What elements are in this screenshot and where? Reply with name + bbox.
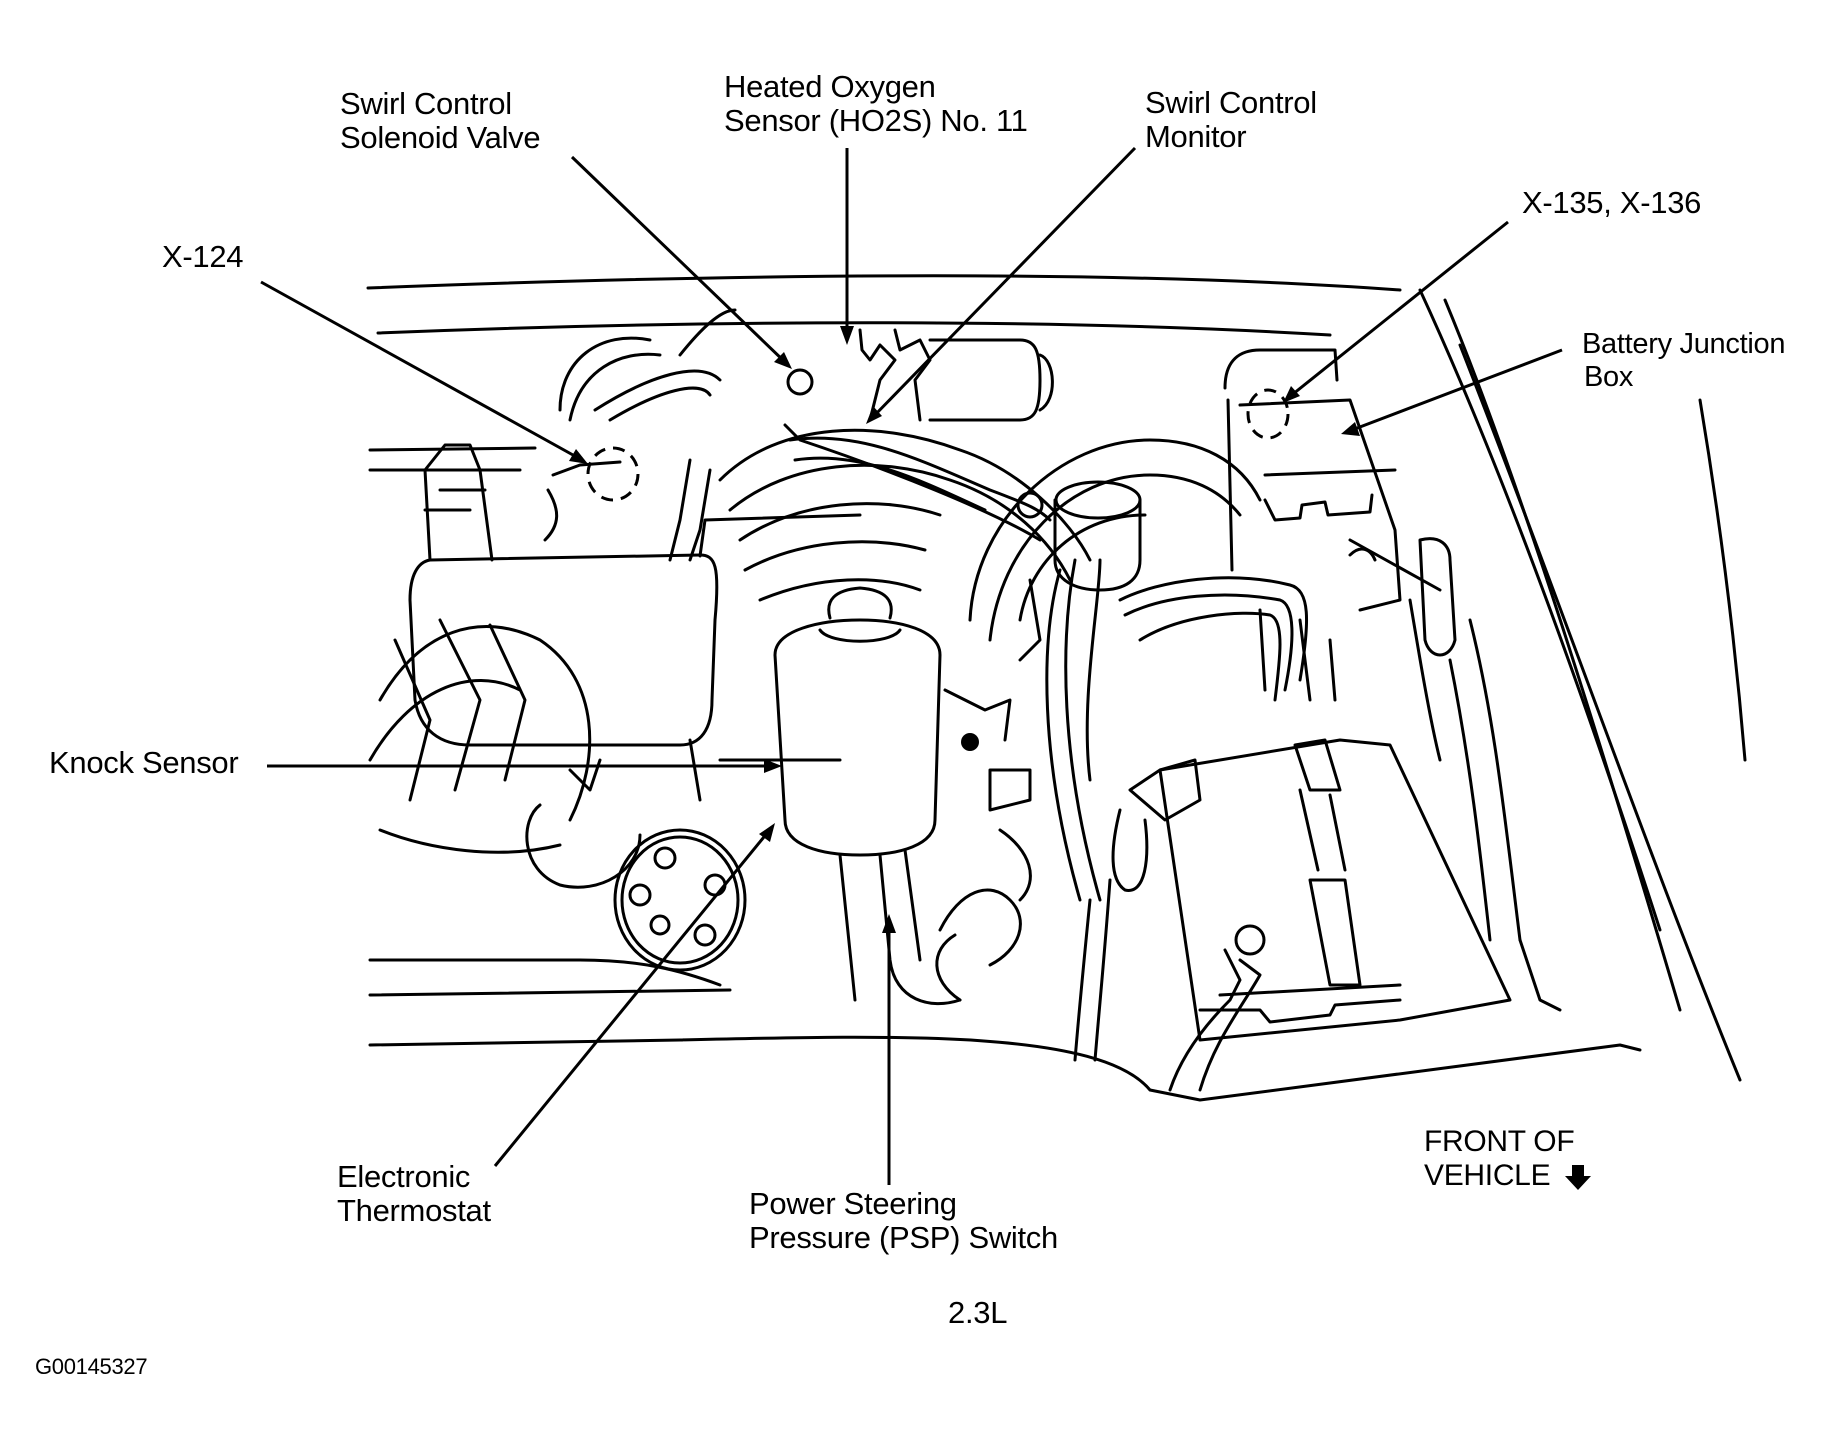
label-electronic-thermostat: Electronic Thermostat — [337, 1160, 491, 1228]
label-battery-junction-box: Battery Junction Box — [1582, 328, 1785, 394]
engine-bay-linework — [366, 274, 1747, 1102]
label-line: Electronic — [337, 1159, 471, 1194]
arrowhead-icon — [1283, 386, 1300, 403]
leader-x-124 — [260, 280, 583, 462]
label-line: Thermostat — [337, 1193, 491, 1228]
arrowhead-icon — [866, 406, 882, 424]
label-line: Box — [1584, 361, 1634, 393]
label-heated-oxygen-sensor: Heated Oxygen Sensor (HO2S) No. 11 — [724, 70, 1028, 138]
engine-size-title: 2.3L — [948, 1296, 1007, 1330]
label-line: Battery Junction — [1582, 328, 1786, 360]
label-line: Power Steering — [749, 1186, 957, 1221]
arrowhead-icon — [569, 449, 588, 464]
label-line: Solenoid Valve — [340, 120, 541, 155]
fastener-dot — [961, 733, 979, 751]
label-line: Swirl Control — [340, 86, 512, 121]
arrowhead-icon — [882, 914, 896, 933]
label-swirl-control-solenoid-valve: Swirl Control Solenoid Valve — [340, 86, 541, 155]
x-124-location-marker — [586, 446, 640, 502]
front-of-vehicle-indicator: FRONT OF VEHICLE — [1424, 1125, 1592, 1193]
arrowhead-icon — [759, 823, 775, 842]
title-text: 2.3L — [948, 1295, 1008, 1330]
orientation-line: FRONT OF — [1424, 1125, 1575, 1158]
label-swirl-control-monitor: Swirl Control Monitor — [1145, 86, 1317, 154]
label-line: X-124 — [162, 239, 244, 274]
orientation-line-with-arrow: VEHICLE — [1424, 1159, 1592, 1193]
label-line: Swirl Control — [1145, 85, 1317, 120]
figure-id-text: G00145327 — [35, 1354, 148, 1379]
arrow-down-icon — [1565, 1165, 1592, 1191]
label-line: Knock Sensor — [49, 745, 239, 780]
orientation-text: VEHICLE — [1424, 1159, 1551, 1192]
label-x-124: X-124 — [162, 239, 244, 274]
leader-swirl-control-solenoid-valve — [570, 155, 789, 366]
label-line: X-135, X-136 — [1522, 185, 1702, 220]
figure-id: G00145327 — [35, 1354, 148, 1380]
x-135-x-136-location-marker — [1246, 388, 1290, 440]
label-line: Sensor (HO2S) No. 11 — [724, 103, 1028, 138]
label-line: Pressure (PSP) Switch — [749, 1220, 1058, 1255]
arrowhead-icon — [840, 326, 854, 345]
label-line: Monitor — [1145, 119, 1247, 154]
label-x-135-x-136: X-135, X-136 — [1522, 186, 1701, 220]
label-psp-switch: Power Steering Pressure (PSP) Switch — [749, 1187, 1058, 1255]
arrowhead-icon — [764, 759, 782, 773]
callout-leaders — [260, 146, 1563, 1185]
arrowhead-icon — [1341, 422, 1360, 436]
arrowhead-icon — [774, 352, 792, 369]
leader-battery-junction-box — [1351, 348, 1563, 432]
label-line: Heated Oxygen — [724, 69, 936, 104]
leader-electronic-thermostat — [493, 831, 770, 1167]
leader-swirl-control-monitor — [870, 146, 1137, 420]
leader-x-135-x-136 — [1287, 220, 1509, 400]
label-knock-sensor: Knock Sensor — [49, 745, 239, 780]
